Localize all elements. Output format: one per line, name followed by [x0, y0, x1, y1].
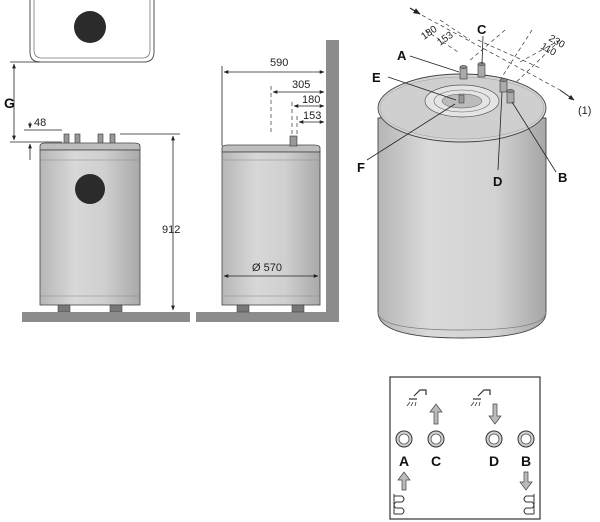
hot-water-outlet-icon — [406, 389, 427, 407]
label-g: G — [4, 95, 15, 111]
dim-g: G — [4, 61, 62, 143]
cylinder — [377, 73, 547, 339]
reference-lines — [409, 7, 575, 101]
label-a-top: A — [397, 48, 407, 63]
legend-label-c: C — [431, 453, 441, 469]
dim-180: 180 — [291, 94, 325, 136]
dim-590: 590 — [221, 57, 325, 146]
legend-label-a: A — [399, 453, 409, 469]
flow-up-arrow-c — [429, 403, 443, 425]
dim-305: 305 — [270, 79, 325, 134]
label-153-side: 153 — [303, 110, 321, 122]
flow-down-arrow-b — [519, 471, 533, 491]
label-c-top: C — [477, 22, 487, 37]
leader-lines — [366, 35, 557, 173]
connections — [458, 62, 515, 104]
heating-coil-icon-a — [393, 494, 405, 515]
pipe-a — [395, 430, 413, 448]
flow-up-arrow-a — [397, 471, 411, 491]
front-tank-disc — [75, 174, 105, 204]
label-180-side: 180 — [302, 94, 320, 106]
legend-box — [389, 376, 541, 520]
upper-boiler-disc — [74, 11, 106, 43]
dim-912: 912 — [120, 133, 180, 311]
pipe-d — [485, 430, 503, 448]
label-diameter: Ø 570 — [252, 262, 282, 274]
flow-down-arrow-d — [488, 403, 502, 425]
label-590: 590 — [270, 57, 288, 69]
floor-front — [22, 312, 190, 322]
label-305: 305 — [292, 79, 310, 91]
label-b-top: B — [558, 170, 567, 185]
connection-legend: A C D B — [389, 376, 541, 520]
dim-153: 153 — [296, 110, 325, 136]
heating-coil-icon-b — [523, 494, 535, 515]
label-d-top: D — [493, 174, 502, 189]
legend-label-b: B — [521, 453, 531, 469]
label-e: E — [372, 70, 381, 85]
pipe-b — [517, 430, 535, 448]
perspective-view: 180 153 230 110 (1) — [357, 7, 591, 339]
label-48: 48 — [34, 117, 46, 129]
label-ref-1: (1) — [578, 105, 591, 117]
dim-48: 48 — [24, 117, 62, 160]
label-f: F — [357, 160, 365, 175]
side-view: 590 305 180 153 Ø 570 — [196, 40, 339, 322]
wall — [326, 40, 339, 322]
hot-water-outlet-icon-2 — [470, 389, 491, 407]
label-912: 912 — [162, 224, 180, 236]
pipe-c — [427, 430, 445, 448]
upper-boiler — [29, 0, 155, 63]
front-tank — [39, 142, 141, 313]
floor-side — [196, 312, 339, 322]
front-view: G 48 — [4, 0, 190, 322]
front-pipes — [63, 133, 116, 145]
dim-diameter: Ø 570 — [223, 262, 319, 278]
legend-label-d: D — [489, 453, 499, 469]
side-tank — [221, 135, 321, 313]
